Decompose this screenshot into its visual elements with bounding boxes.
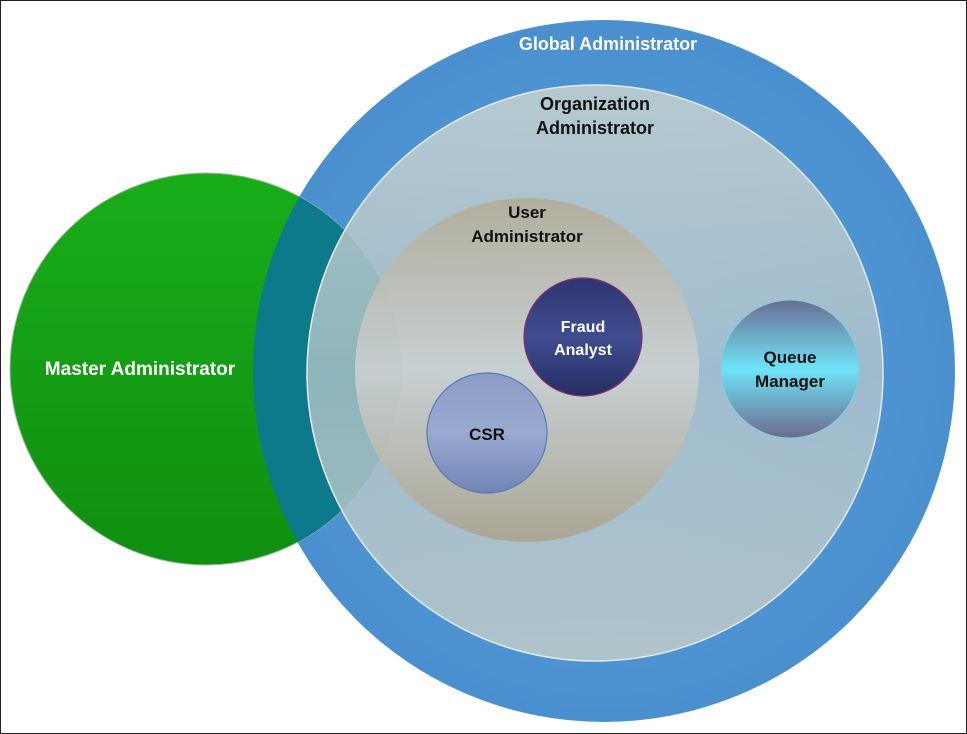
- queue-manager-label-line1: Queue: [764, 348, 817, 367]
- fraud-analyst-label-line2: Analyst: [554, 342, 612, 359]
- master-administrator-label: Master Administrator: [45, 359, 236, 380]
- csr-label: CSR: [469, 425, 505, 444]
- queue-manager-circle: [720, 299, 860, 439]
- organization-administrator-label-line2: Administrator: [536, 118, 654, 138]
- fraud-analyst-circle: [523, 277, 643, 397]
- user-administrator-label-line2: Administrator: [471, 227, 583, 246]
- fraud-analyst-label-line1: Fraud: [561, 319, 605, 336]
- queue-manager-label-line2: Manager: [755, 372, 825, 391]
- user-administrator-circle: [355, 198, 699, 542]
- global-administrator-label: Global Administrator: [519, 34, 697, 54]
- organization-administrator-label-line1: Organization: [540, 94, 650, 114]
- user-administrator-label-line1: User: [508, 203, 546, 222]
- csr-circle: [426, 372, 548, 494]
